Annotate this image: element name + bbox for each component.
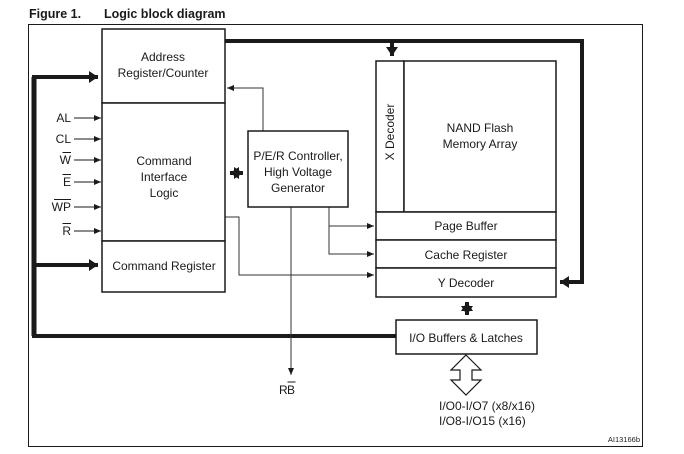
per-controller-block xyxy=(247,130,349,208)
io-buffers-block xyxy=(395,319,538,355)
io-buffers-label: I/O Buffers & Latches xyxy=(409,331,523,345)
x-decoder-label: X Decoder xyxy=(383,104,397,161)
signal-w: W xyxy=(60,152,101,167)
per-to-page-buffer xyxy=(328,207,374,229)
per-to-address-register xyxy=(227,85,264,131)
signal-e: E xyxy=(62,174,101,189)
figure-caption: Logic block diagram xyxy=(104,7,226,21)
per-to-cache-register xyxy=(328,226,374,257)
address-register-label-2: Register/Counter xyxy=(118,66,209,80)
page-buffer-block xyxy=(375,211,557,241)
ready-busy-overbar-part: B xyxy=(287,383,295,397)
cil-to-y-decoder xyxy=(225,216,374,278)
figure-frame xyxy=(28,24,643,447)
command-register-block xyxy=(101,240,226,293)
command-interface-label-2: Interface xyxy=(141,170,188,184)
x-decoder-block xyxy=(375,60,405,213)
input-signals: AL CL WE WP R xyxy=(52,111,101,238)
signal-label: WP xyxy=(52,200,71,214)
memory-array-label-1: NAND Flash xyxy=(447,121,514,135)
memory-array-label-2: Memory Array xyxy=(443,137,518,151)
page-buffer-label: Page Buffer xyxy=(434,219,497,233)
memory-array-block xyxy=(403,60,557,213)
address-register-label-1: Address xyxy=(141,50,185,64)
cache-register-block xyxy=(375,239,557,269)
address-bus-top xyxy=(225,39,584,284)
signal-wp: WP xyxy=(52,199,101,214)
per-controller-label-2: High Voltage xyxy=(264,165,332,179)
signal-label: W xyxy=(60,153,72,167)
y-decoder-label: Y Decoder xyxy=(438,276,494,290)
y-decoder-block xyxy=(375,267,557,298)
command-interface-label-1: Command xyxy=(136,154,191,168)
command-register-label: Command Register xyxy=(112,259,215,273)
signal-label: AL xyxy=(56,111,71,125)
per-controller-label-3: Generator xyxy=(271,181,325,195)
signal-cl: CL xyxy=(56,132,101,146)
cache-register-label: Cache Register xyxy=(425,248,508,262)
signal-r: R xyxy=(62,223,101,238)
figure-title: Figure 1. Logic block diagram xyxy=(29,7,226,21)
per-controller-label-1: P/E/R Controller, xyxy=(253,149,342,163)
ready-busy-prefix: R xyxy=(279,383,288,397)
signal-label: CL xyxy=(56,132,72,146)
io-data-bus-arrow xyxy=(449,354,483,396)
signal-label: E xyxy=(63,175,71,189)
bus-lines xyxy=(31,39,584,338)
command-interface-label-3: Logic xyxy=(150,186,179,200)
ready-busy-output: R B xyxy=(279,381,296,397)
figure-id-code: AI13166b xyxy=(608,435,640,444)
figure-number: Figure 1. xyxy=(29,7,82,21)
signal-al: AL xyxy=(56,111,101,125)
control-lines xyxy=(225,85,374,375)
io-lines-label-1: I/O0-I/O7 (x8/x16) xyxy=(439,399,535,413)
signal-label: R xyxy=(62,224,71,238)
io-lines-label-2: I/O8-I/O15 (x16) xyxy=(439,414,526,428)
